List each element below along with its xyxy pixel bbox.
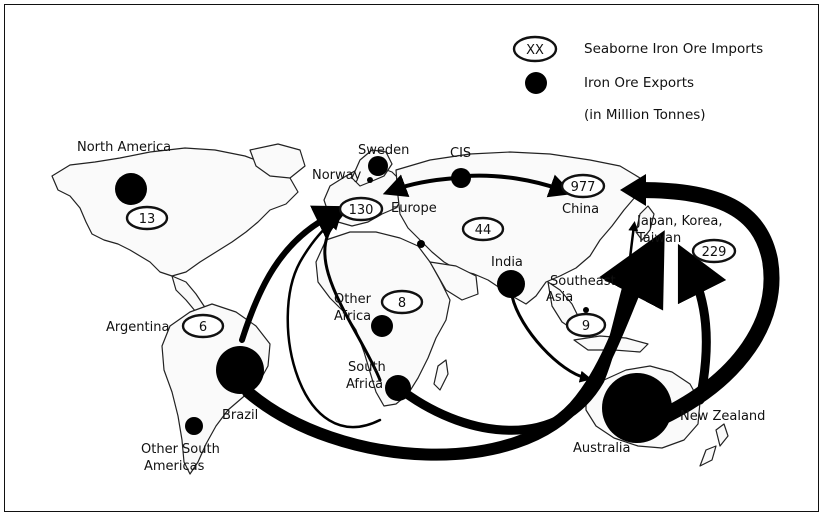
import-ring-europe — [338, 196, 384, 222]
export-dot-southeast-asia — [583, 307, 589, 313]
label-japan-line2: Taiwan — [636, 231, 681, 246]
export-dot-other-south-americas — [185, 417, 203, 435]
legend: XX Seaborne Iron Ore Imports Iron Ore Ex… — [512, 35, 763, 123]
legend-symbol-text: XX — [526, 43, 544, 58]
route-brazil-loop — [286, 214, 382, 429]
label-southeast-line2: Asia — [546, 290, 573, 305]
legend-exports-label: Iron Ore Exports — [584, 75, 694, 91]
route-southafrica-europe — [323, 217, 382, 382]
import-value-north-america: 13 — [139, 212, 156, 227]
export-dot-south-africa — [385, 375, 411, 401]
label-japan-line1: Japan, Korea, — [636, 214, 723, 229]
export-dot-australia — [602, 373, 672, 443]
export-dot-other-africa — [371, 315, 393, 337]
export-dots — [115, 156, 672, 443]
label-india: India — [491, 255, 523, 270]
label-southeast-line1: Southeast — [550, 274, 616, 289]
label-other-sa-line2: Americas — [144, 459, 205, 474]
route-india-seasia — [510, 294, 592, 383]
arrowhead-australia-china — [620, 174, 646, 206]
label-china: China — [562, 202, 599, 217]
label-other-africa-line1: Other — [334, 292, 372, 307]
export-dot-sweden — [368, 156, 388, 176]
label-south-africa-line2: Africa — [346, 377, 383, 392]
import-ring-southeast-asia — [565, 312, 607, 338]
route-southafrica-china — [399, 285, 631, 435]
label-cis: CIS — [450, 146, 471, 161]
import-ring-argentina — [181, 313, 225, 339]
label-other-africa-line2: Africa — [334, 309, 371, 324]
world-landmasses — [51, 143, 729, 475]
legend-import-symbol — [512, 35, 558, 63]
import-value-argentina: 6 — [199, 320, 207, 335]
import-value-other-africa: 8 — [398, 296, 406, 311]
label-brazil: Brazil — [222, 408, 258, 423]
label-europe: Europe — [391, 201, 437, 216]
legend-export-symbol — [525, 72, 547, 94]
import-value-japan: 229 — [702, 245, 727, 260]
route-cis-china — [464, 173, 574, 198]
export-dot-north-america — [115, 173, 147, 205]
label-norway: Norway — [312, 168, 362, 183]
route-southafrica-china-head — [624, 221, 639, 292]
label-north-america: North America — [77, 140, 171, 155]
label-sweden: Sweden — [358, 143, 409, 158]
import-ring-cis — [461, 216, 505, 242]
route-cis-europe — [382, 174, 458, 198]
land-arabia — [429, 261, 479, 301]
export-dot-norway — [367, 177, 373, 183]
label-other-sa-line1: Other South — [141, 442, 220, 457]
land-greenland — [249, 143, 306, 179]
export-dot-cis-small — [417, 240, 425, 248]
legend-units: (in Million Tonnes) — [584, 107, 706, 123]
label-south-africa-line1: South — [348, 360, 386, 375]
import-value-southeast-asia: 9 — [582, 319, 590, 334]
route-australia-china — [632, 182, 780, 426]
region-labels: North America Sweden Norway CIS Europe C… — [77, 140, 765, 474]
export-dot-india — [497, 270, 525, 298]
import-value-europe: 130 — [349, 203, 374, 218]
legend-imports-label: Seaborne Iron Ore Imports — [584, 41, 763, 57]
import-ring-other-africa — [380, 289, 424, 315]
trade-routes — [239, 173, 780, 461]
import-value-cis: 44 — [475, 223, 492, 238]
import-ring-north-america — [125, 205, 169, 231]
import-ring-china — [560, 173, 606, 199]
label-argentina: Argentina — [106, 320, 169, 335]
route-australia-japan — [677, 243, 727, 405]
import-value-china: 977 — [571, 180, 596, 195]
land-madagascar — [433, 359, 449, 391]
land-north-america — [51, 147, 299, 277]
label-new-zealand: New Zealand — [680, 409, 765, 424]
label-australia: Australia — [573, 441, 631, 456]
export-dot-brazil — [216, 346, 264, 394]
land-new-zealand — [699, 423, 729, 467]
import-rings: 13 130 977 44 229 8 6 9 — [125, 173, 737, 339]
export-dot-cis — [451, 168, 471, 188]
route-brazil-europe — [239, 205, 351, 343]
import-ring-japan — [691, 238, 737, 264]
